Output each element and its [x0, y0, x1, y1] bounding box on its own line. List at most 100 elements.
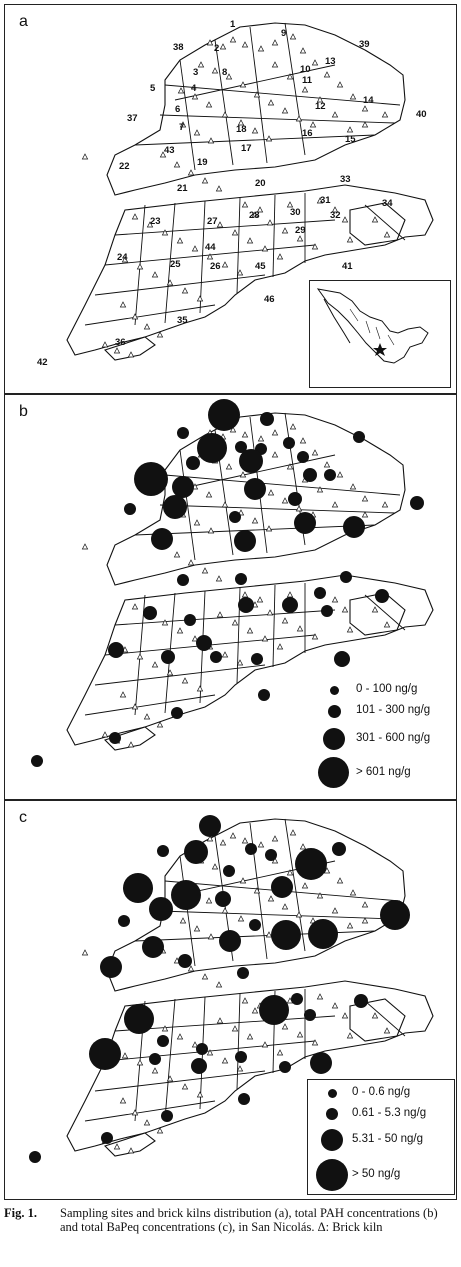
concentration-circle [171, 707, 183, 719]
kiln-triangle-icon [197, 61, 205, 68]
concentration-circle [118, 915, 130, 927]
concentration-circle [124, 1004, 154, 1034]
concentration-circle [295, 848, 327, 880]
concentration-circle [237, 967, 249, 979]
site-label: 22 [119, 161, 130, 172]
site-label: 16 [302, 128, 313, 139]
kiln-triangle-icon [205, 491, 213, 498]
concentration-circle [31, 755, 43, 767]
kiln-triangle-icon [336, 81, 344, 88]
kiln-triangle-icon [261, 245, 269, 252]
kiln-triangle-icon [225, 73, 233, 80]
legend-b-label-3: 301 - 600 ng/g [356, 732, 431, 744]
site-label: 35 [177, 315, 188, 326]
kiln-triangle-icon [271, 39, 279, 46]
site-label: 27 [207, 216, 218, 227]
kiln-triangle-icon [101, 731, 109, 738]
legend-c-label-1: 0 - 0.6 ng/g [352, 1086, 411, 1098]
concentration-circle [375, 589, 389, 603]
kiln-triangle-icon [179, 121, 187, 128]
map-c-street-line [179, 855, 196, 967]
concentration-circle [271, 876, 293, 898]
concentration-circle [134, 462, 168, 496]
panel-c: c 0 - 0.6 ng/g 0.61 - 5.3 ng/g 5.31 - 50… [4, 800, 457, 1200]
site-label: 45 [255, 261, 266, 272]
site-label: 37 [127, 113, 138, 124]
kiln-triangle-icon [127, 351, 135, 358]
kiln-triangle-icon [241, 201, 249, 208]
concentration-circle [258, 689, 270, 701]
legend-c-dot-1 [328, 1089, 337, 1098]
map-a-street-line [272, 194, 276, 278]
kiln-triangle-icon [121, 1052, 129, 1059]
kiln-triangle-icon [206, 253, 214, 260]
concentration-circle [410, 496, 424, 510]
site-label: 44 [205, 242, 216, 253]
kiln-triangle-icon [81, 543, 89, 550]
kiln-triangle-icon [271, 61, 279, 68]
kiln-triangle-icon [221, 111, 229, 118]
map-c-map-boundary [66, 980, 434, 1152]
concentration-circle [234, 530, 256, 552]
kiln-triangle-icon [101, 341, 109, 348]
kiln-triangle-icon [173, 551, 181, 558]
concentration-circle [321, 605, 333, 617]
concentration-circle [196, 1043, 208, 1055]
kiln-triangle-icon [239, 471, 247, 478]
kiln-triangle-icon [159, 151, 167, 158]
map-b-street-line [179, 449, 196, 561]
kiln-triangle-icon [271, 451, 279, 458]
kiln-triangle-icon [265, 931, 273, 938]
kiln-triangle-icon [301, 882, 309, 889]
site-label: 36 [115, 337, 126, 348]
kiln-triangle-icon [215, 575, 223, 582]
kiln-triangle-icon [237, 915, 245, 922]
site-label: 41 [342, 261, 353, 272]
concentration-circle [184, 614, 196, 626]
concentration-circle [291, 993, 303, 1005]
map-c-street-line [114, 1015, 336, 1032]
site-label: 2 [214, 43, 219, 54]
kiln-triangle-icon [166, 279, 174, 286]
map-a-map-boundary [66, 184, 434, 356]
site-label: 15 [345, 134, 356, 145]
concentration-circle [265, 849, 277, 861]
kiln-triangle-icon [156, 1127, 164, 1134]
legend-b-dot-4 [318, 757, 349, 788]
concentration-circle [149, 897, 173, 921]
panel-letter-b: b [19, 403, 28, 420]
concentration-circle [260, 412, 274, 426]
kiln-triangle-icon [261, 635, 269, 642]
concentration-circle [380, 900, 410, 930]
concentration-circle [100, 956, 122, 978]
map-b-map-boundary [103, 726, 156, 751]
concentration-circle [235, 1051, 247, 1063]
kiln-triangle-icon [251, 1007, 259, 1014]
concentration-circle [161, 650, 175, 664]
kiln-triangle-icon [211, 67, 219, 74]
concentration-circle [303, 468, 317, 482]
site-label: 30 [290, 207, 301, 218]
legend-b: 0 - 100 ng/g 101 - 300 ng/g 301 - 600 ng… [308, 673, 450, 791]
kiln-triangle-icon [295, 505, 303, 512]
kiln-triangle-icon [176, 237, 184, 244]
kiln-triangle-icon [225, 463, 233, 470]
legend-c-dot-3 [321, 1129, 343, 1151]
kiln-triangle-icon [193, 925, 201, 932]
kiln-triangle-icon [346, 1032, 354, 1039]
map-b-street-line [164, 474, 401, 496]
kiln-triangle-icon [131, 313, 139, 320]
kiln-triangle-icon [265, 135, 273, 142]
kiln-triangle-icon [219, 839, 227, 846]
kiln-triangle-icon [296, 625, 304, 632]
map-c-street-line [364, 1000, 406, 1037]
kiln-triangle-icon [161, 229, 169, 236]
kiln-triangle-icon [173, 161, 181, 168]
kiln-triangle-icon [246, 627, 254, 634]
site-label: 26 [210, 261, 221, 272]
map-a-basemap: 1234567891011121314151617181920212223242… [37, 19, 434, 368]
kiln-triangle-icon [207, 137, 215, 144]
panel-letter-a: a [19, 13, 28, 30]
kiln-triangle-icon [211, 863, 219, 870]
